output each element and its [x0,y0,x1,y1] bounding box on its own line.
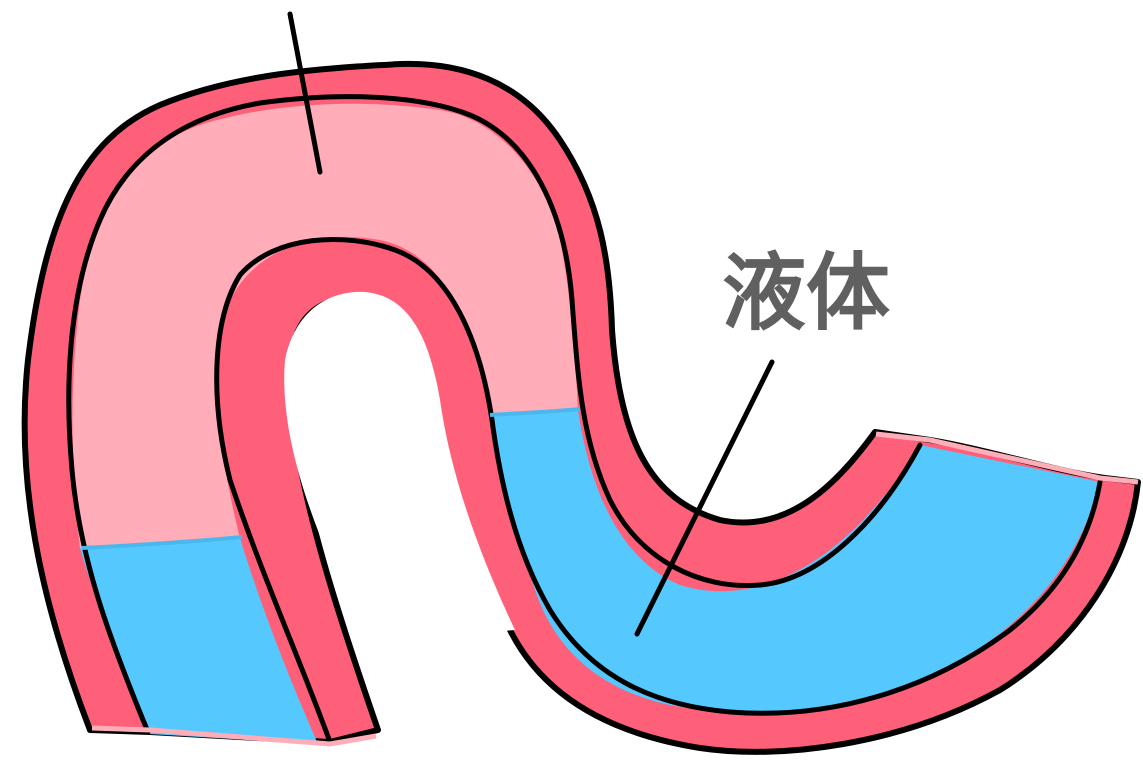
liquid-label: 液体 [722,244,890,342]
